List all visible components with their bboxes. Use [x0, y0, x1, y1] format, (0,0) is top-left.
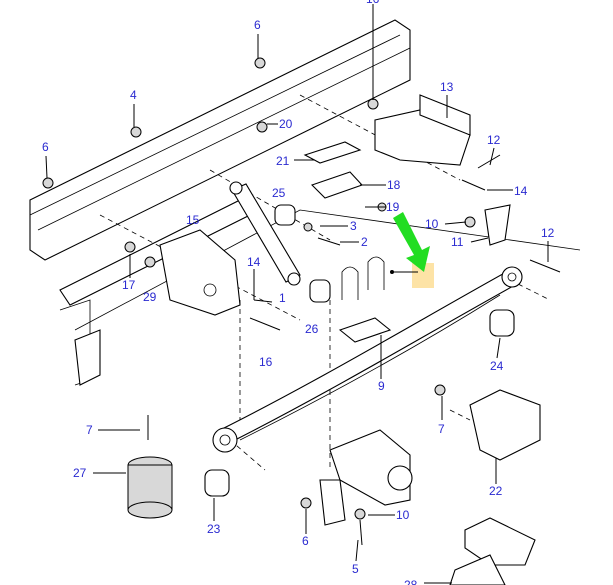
bracket-13: [374, 94, 471, 166]
spring-hanger-15: [159, 229, 241, 316]
fasteners: [42, 57, 561, 546]
shock-absorber: [229, 181, 301, 286]
cover-18: [310, 171, 363, 199]
callout-19[interactable]: 19: [386, 200, 400, 214]
callout-27[interactable]: 27: [73, 466, 87, 480]
callout-6[interactable]: 6: [302, 534, 309, 548]
callout-18[interactable]: 18: [387, 178, 401, 192]
callout-16[interactable]: 16: [366, 0, 380, 6]
callout-3[interactable]: 3: [350, 219, 357, 233]
callout-12[interactable]: 12: [487, 133, 501, 147]
callout-11[interactable]: 11: [451, 235, 464, 249]
leaf-spring: [212, 266, 523, 453]
callout-26[interactable]: 26: [305, 322, 319, 336]
callout-24[interactable]: 24: [490, 359, 504, 373]
callout-14[interactable]: 14: [514, 184, 528, 198]
callout-15[interactable]: 15: [186, 213, 200, 227]
callout-25[interactable]: 25: [272, 186, 286, 200]
callout-28[interactable]: 28: [404, 578, 418, 585]
rubber-mount-27: [127, 415, 173, 519]
green-arrow-icon: [393, 212, 430, 272]
u-bolts: [341, 256, 385, 300]
shackle-11: [484, 204, 511, 246]
callout-4[interactable]: 4: [130, 88, 137, 102]
callout-5[interactable]: 5: [352, 562, 359, 576]
callout-7[interactable]: 7: [438, 422, 445, 436]
callout-12[interactable]: 12: [541, 226, 555, 240]
part-28: [449, 517, 536, 585]
callout-10[interactable]: 10: [396, 508, 410, 522]
callout-6[interactable]: 6: [42, 140, 49, 154]
callout-labels: 16 6 4 6 20 13 12 21 18 14 25 3 19 10 2 …: [42, 0, 555, 585]
callout-16[interactable]: 16: [259, 355, 273, 369]
leader-lines: [45, 4, 549, 584]
callout-2[interactable]: 2: [361, 235, 368, 249]
callout-22[interactable]: 22: [489, 484, 503, 498]
bushes: [204, 204, 515, 497]
callout-29[interactable]: 29: [143, 290, 157, 304]
callout-6[interactable]: 6: [254, 18, 261, 32]
axle-housing: [319, 429, 413, 526]
highlight-box: [412, 263, 434, 288]
callout-10[interactable]: 10: [425, 217, 439, 231]
callout-20[interactable]: 20: [279, 117, 293, 131]
plate-9: [338, 317, 392, 343]
callout-9[interactable]: 9: [378, 379, 385, 393]
callout-13[interactable]: 13: [440, 80, 454, 94]
bracket-22: [469, 389, 541, 461]
callout-17[interactable]: 17: [122, 278, 136, 292]
callout-1[interactable]: 1: [279, 291, 286, 305]
callout-23[interactable]: 23: [207, 522, 221, 536]
callout-7[interactable]: 7: [86, 423, 93, 437]
callout-14[interactable]: 14: [247, 255, 261, 269]
callout-21[interactable]: 21: [276, 154, 290, 168]
